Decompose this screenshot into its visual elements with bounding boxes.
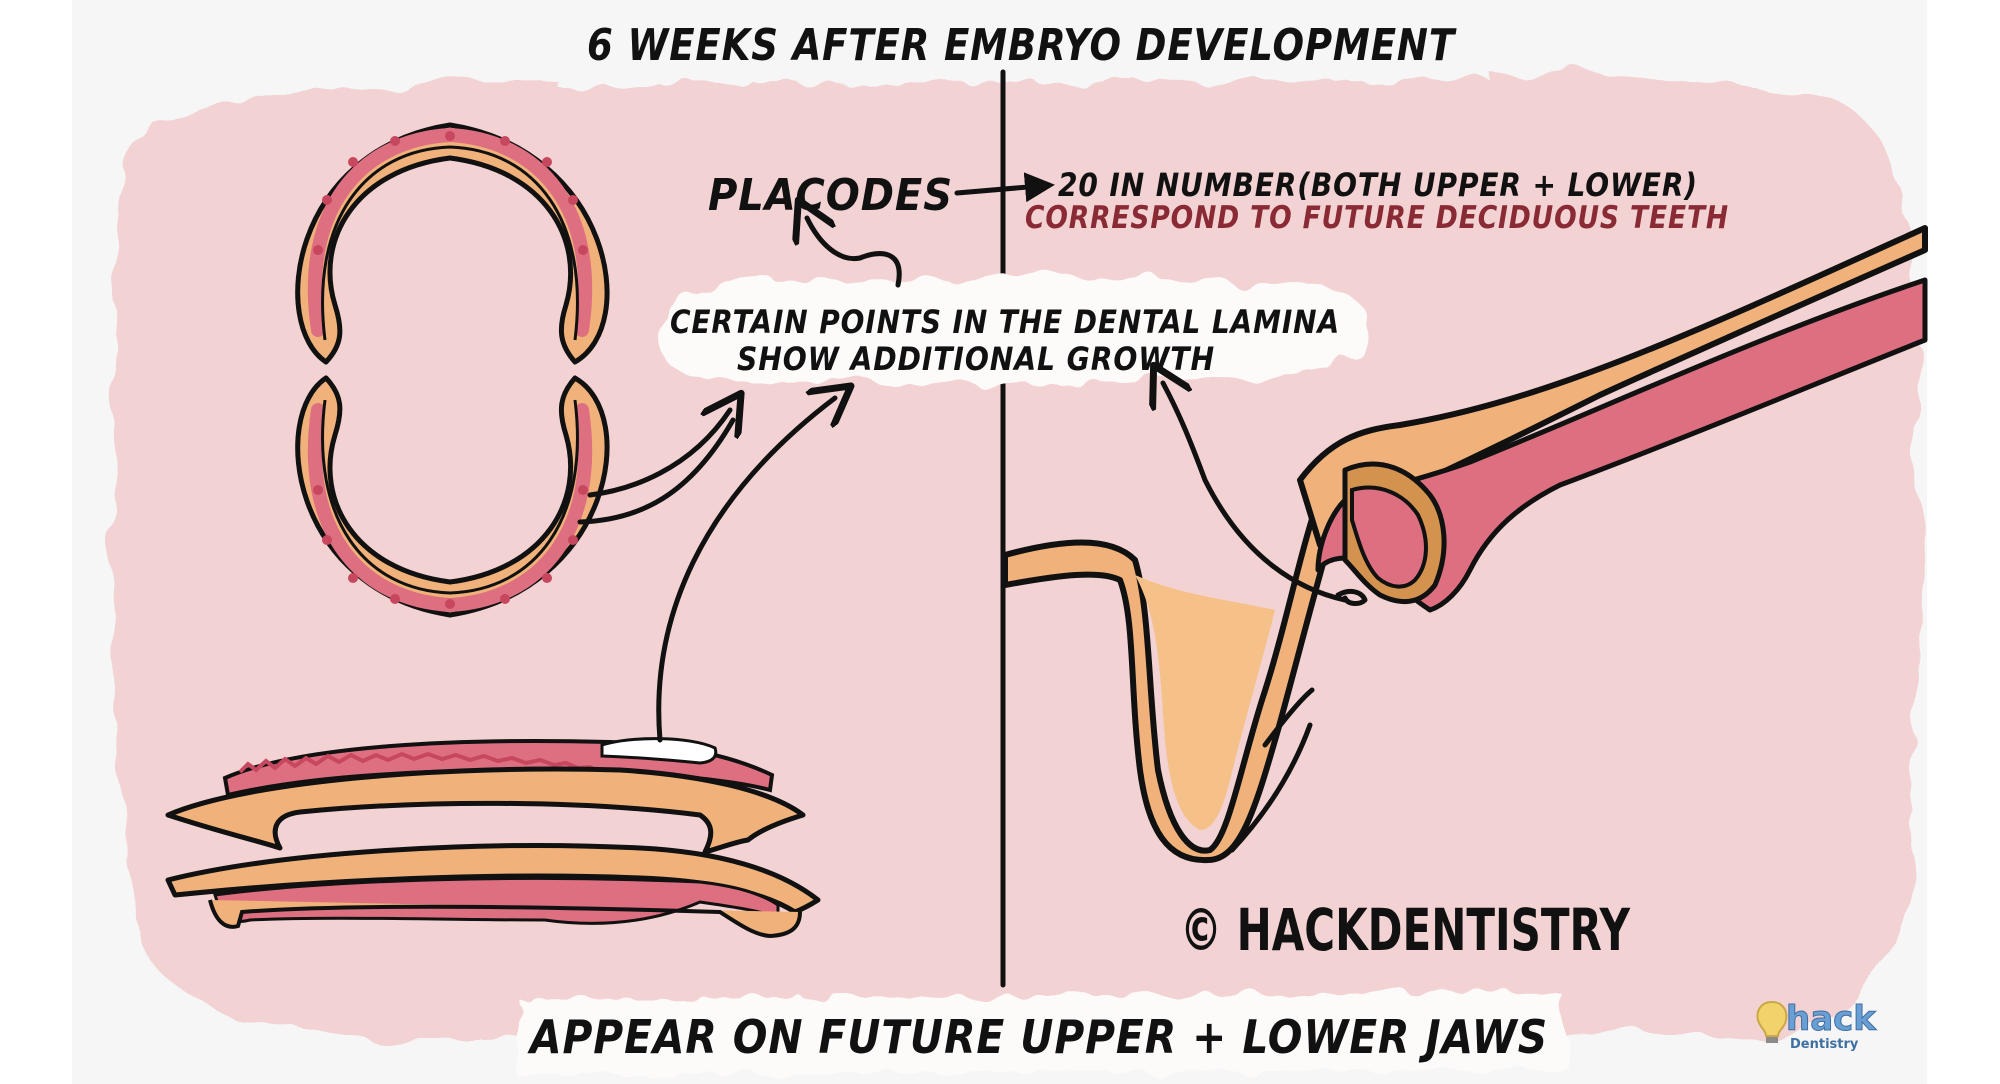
lamina-hook bbox=[1335, 588, 1368, 606]
upper-jaw-bumps bbox=[238, 751, 603, 775]
arrow-jaw-to-note bbox=[656, 398, 835, 743]
logo-subtext: Dentistry bbox=[1790, 1037, 1859, 1052]
number-note: 20 IN NUMBER(BOTH UPPER + LOWER) bbox=[1058, 166, 1698, 204]
copyright-text: © HACKDENTISTRY bbox=[1180, 896, 1631, 964]
tissue-line-1 bbox=[1229, 722, 1313, 853]
arrow-section-to-note bbox=[1163, 383, 1348, 603]
arrow-placodes-to-number bbox=[954, 172, 1055, 203]
arrow-note-to-placodes bbox=[807, 218, 902, 288]
lower-jaw-bottom bbox=[208, 899, 802, 939]
lower-jaw-bone bbox=[165, 843, 821, 915]
jaws-side-view bbox=[165, 737, 821, 939]
bottom-caption: APPEAR ON FUTURE UPPER + LOWER JAWS bbox=[527, 1010, 1548, 1064]
note-cloud bbox=[658, 275, 1370, 386]
cloud-line-1: CERTAIN POINTS IN THE DENTAL LAMINA bbox=[670, 303, 1340, 341]
placode-dots bbox=[313, 131, 588, 609]
tissue-line-2 bbox=[1262, 687, 1315, 748]
arrow-arch-to-note-2 bbox=[577, 417, 736, 525]
growth-patch bbox=[600, 737, 718, 765]
dental-arch-occlusal-view bbox=[295, 122, 610, 618]
hackdentistry-logo: hack Dentistry bbox=[1756, 999, 1878, 1052]
logo-text: hack bbox=[1786, 999, 1877, 1039]
lower-jaw-lamina bbox=[213, 876, 780, 925]
title-brush-band bbox=[555, 8, 1490, 84]
lightbulb-logo-icon bbox=[1756, 1000, 1788, 1043]
diagram-title: 6 WEEKS AFTER EMBRYO DEVELOPMENT bbox=[587, 20, 1457, 71]
tube-cut-inner bbox=[1350, 485, 1428, 589]
arrow-arch-to-note-1 bbox=[587, 410, 730, 498]
correspond-note: CORRESPOND TO FUTURE DECIDUOUS TEETH bbox=[1025, 200, 1729, 236]
placodes-label: PLACODES bbox=[708, 170, 953, 221]
upper-jaw-bone bbox=[165, 766, 806, 855]
cloud-line-2: SHOW ADDITIONAL GROWTH bbox=[737, 340, 1215, 378]
lower-arch-lamina-edge bbox=[321, 399, 579, 595]
caption-brush-band bbox=[515, 992, 1570, 1075]
annotation-arrows bbox=[577, 172, 1348, 743]
tooth-cross-section bbox=[1002, 225, 1928, 864]
upper-arch-lamina-edge bbox=[321, 145, 579, 341]
lamina-inner bbox=[1135, 575, 1275, 830]
